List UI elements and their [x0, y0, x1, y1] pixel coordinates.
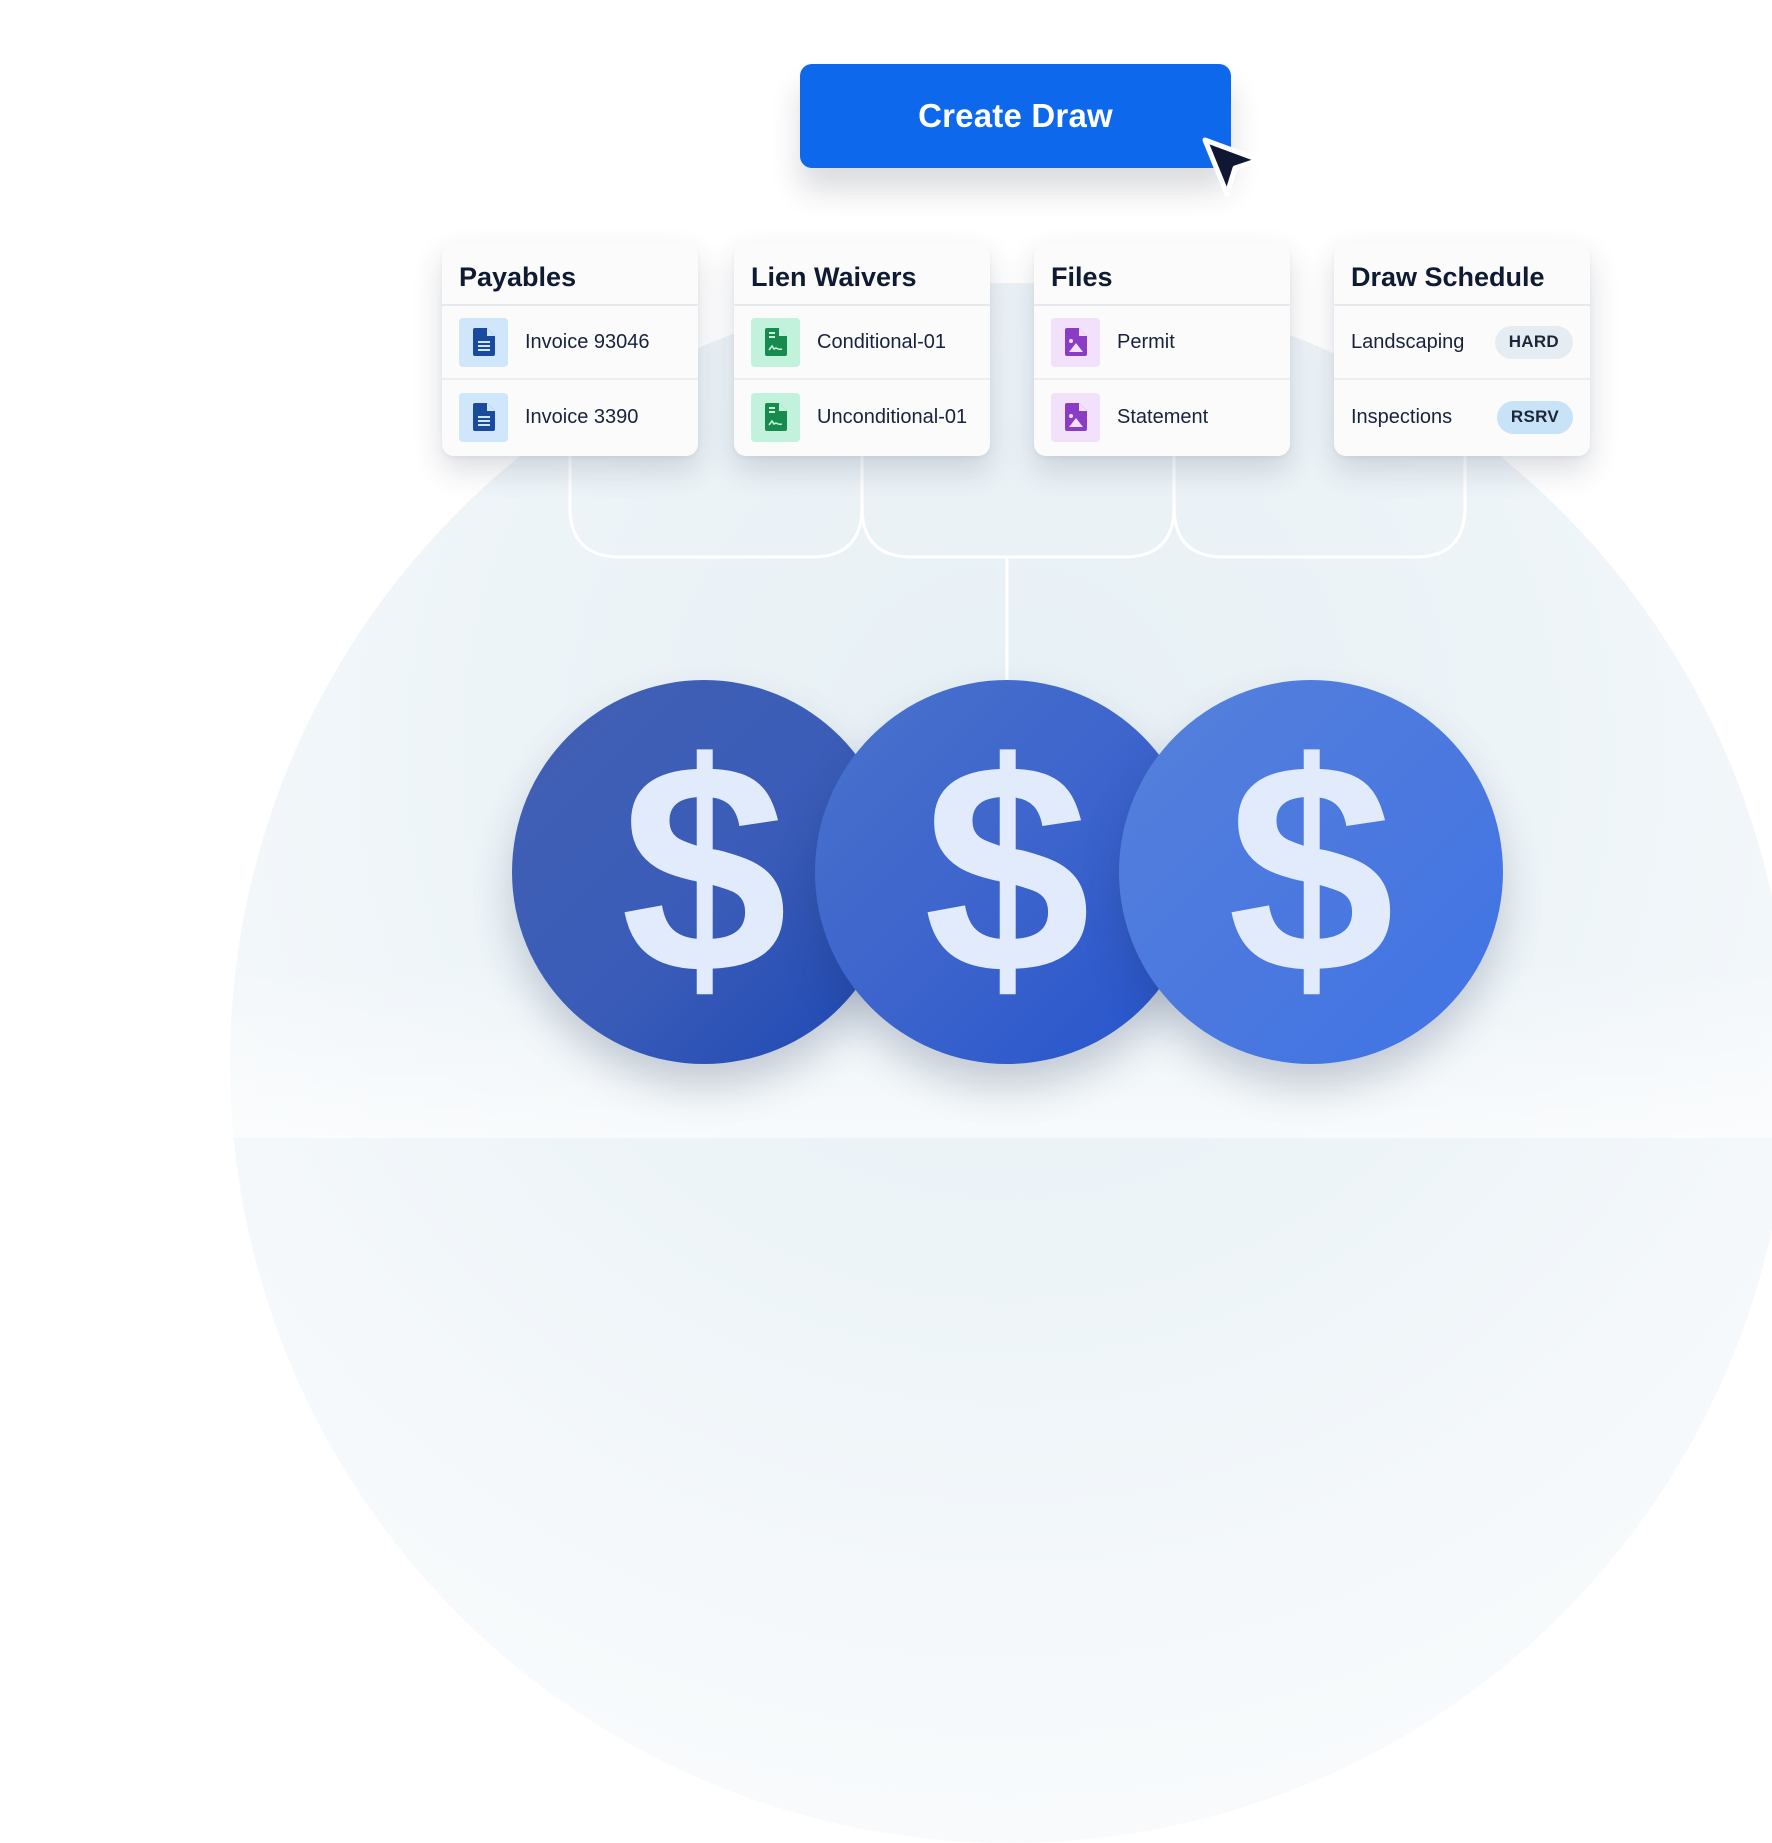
list-item[interactable]: Invoice 93046 [442, 306, 698, 380]
list-item[interactable]: Unconditional-01 [734, 380, 990, 454]
payables-card: Payables Invoice 93046 Invoice 3390 [442, 242, 698, 456]
list-item[interactable]: Permit [1034, 306, 1290, 380]
status-badge: RSRV [1496, 400, 1573, 434]
item-label: Conditional-01 [817, 330, 946, 353]
item-label: Statement [1117, 405, 1209, 428]
document-icon [459, 317, 508, 367]
list-item[interactable]: Inspections RSRV [1334, 380, 1590, 454]
dollar-sign: $ [1227, 700, 1395, 1036]
list-item[interactable]: Statement [1034, 380, 1290, 454]
create-draw-button[interactable]: Create Draw [800, 64, 1231, 168]
card-title: Payables [442, 242, 698, 306]
item-label: Landscaping [1351, 330, 1465, 353]
list-item[interactable]: Conditional-01 [734, 306, 990, 380]
card-title: Files [1034, 242, 1290, 306]
item-label: Invoice 93046 [525, 330, 650, 353]
status-badge: HARD [1494, 325, 1573, 359]
item-label: Inspections [1351, 405, 1453, 428]
draw-schedule-card: Draw Schedule Landscaping HARD Inspectio… [1334, 242, 1590, 456]
signed-document-icon [751, 392, 800, 442]
arrow-pointer-icon [1202, 137, 1262, 197]
item-label: Permit [1117, 330, 1175, 353]
list-item[interactable]: Invoice 3390 [442, 380, 698, 454]
document-icon [459, 392, 508, 442]
signed-document-icon [751, 317, 800, 367]
image-file-icon [1051, 392, 1100, 442]
files-card: Files Permit Statement [1034, 242, 1290, 456]
item-label: Invoice 3390 [525, 405, 639, 428]
card-title: Draw Schedule [1334, 242, 1590, 306]
image-file-icon [1051, 317, 1100, 367]
card-title: Lien Waivers [734, 242, 990, 306]
dollar-coin-icon: $ [1119, 680, 1503, 1064]
list-item[interactable]: Landscaping HARD [1334, 306, 1590, 380]
dollar-sign: $ [620, 700, 788, 1036]
dollar-sign: $ [923, 700, 1091, 1036]
lien-waivers-card: Lien Waivers Conditional-01 Unconditiona… [734, 242, 990, 456]
dollar-coin-icon: $ [815, 680, 1199, 1064]
item-label: Unconditional-01 [817, 405, 968, 428]
connector-lines [0, 0, 1772, 1138]
